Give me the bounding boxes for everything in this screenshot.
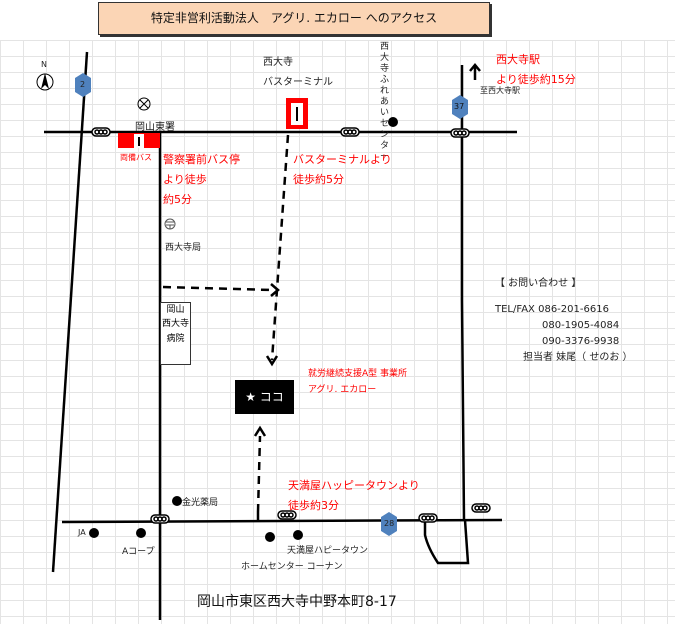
terminal-dir-1: バスターミナルより	[293, 153, 392, 166]
phone-1: 086-201-6616	[538, 304, 609, 315]
terminal-dir-2: 徒歩約5分	[293, 173, 344, 186]
ja-label: JA	[78, 528, 86, 537]
bus-stop-terminal-icon	[286, 98, 308, 129]
dot-pharmacy	[172, 496, 182, 506]
traffic-signal-icon	[150, 514, 170, 524]
arrow-down-icon	[265, 355, 279, 367]
post-office-label: 西大寺局	[165, 243, 202, 253]
tenmaya-dir-2: 徒歩約3分	[288, 499, 339, 512]
acoop-label: Aコープ	[122, 547, 155, 557]
route-2-label: 2	[80, 80, 86, 89]
police-dir-3: 約5分	[163, 193, 192, 206]
police-stop-directions: 警察署前バス停 より徒歩 約5分	[163, 150, 240, 210]
page-title: 特定非営利活動法人 アグリ. エカロー へのアクセス	[98, 2, 490, 35]
arrow-up-icon	[253, 425, 267, 437]
tenmaya-dir-1: 天満屋ハッピータウンより	[288, 479, 420, 492]
dot-ja	[89, 528, 99, 538]
road-hook	[423, 519, 470, 565]
dot-home-center	[265, 532, 275, 542]
traffic-signal-icon	[450, 128, 470, 138]
tenmaya-directions: 天満屋ハッピータウンより 徒歩約3分	[288, 476, 420, 516]
contact-info: 【 お問い合わせ 】 TEL/FAX 086-201-6616 080-1905…	[495, 276, 633, 366]
terminal-directions: バスターミナルより 徒歩約5分	[293, 150, 392, 190]
contact-person: 担当者 妹尾（ せのお ）	[523, 352, 633, 363]
walk-path-tenmaya	[256, 435, 262, 513]
tel-label: TEL/FAX	[495, 304, 535, 315]
compass-icon	[36, 73, 54, 91]
station-direction: 至西大寺駅	[480, 86, 520, 95]
terminal-label-2: バスターミナル	[263, 77, 333, 88]
police-dir-2: より徒歩	[163, 173, 207, 186]
destination-marker: ★ ココ	[235, 380, 294, 414]
hospital-label-2: 西大寺	[161, 319, 189, 329]
dot-acoop	[136, 528, 146, 538]
north-label: N	[41, 60, 47, 69]
traffic-signal-icon	[340, 127, 360, 137]
landmark-dots	[89, 117, 398, 542]
arrow-up-station-icon	[469, 63, 481, 80]
hospital-box: 岡山 西大寺 病院	[160, 302, 191, 365]
ryobi-bus-label: 両備バス	[120, 153, 152, 162]
walk-path-terminal	[270, 134, 290, 361]
traffic-signal-icon	[277, 510, 297, 520]
dot-tenmaya	[293, 530, 303, 540]
road-route-37	[460, 65, 466, 521]
hospital-label-1: 岡山	[166, 305, 185, 315]
road-route-2	[51, 51, 89, 573]
fureai-label: 西大寺ふれあいセンター	[380, 42, 390, 162]
route-37-label: 37	[454, 102, 465, 111]
station-dir-2: より徒歩約15分	[496, 73, 576, 86]
hospital-label-3: 病院	[166, 334, 185, 344]
home-center-label: ホームセンター コーナン	[241, 562, 343, 572]
map-grid	[0, 40, 675, 624]
traffic-signal-icon	[418, 513, 438, 523]
station-directions: 西大寺駅 より徒歩約15分	[496, 50, 576, 90]
phone-2: 080-1905-4084	[542, 320, 620, 331]
terminal-label-1: 西大寺	[263, 57, 293, 68]
traffic-signals	[91, 127, 491, 524]
tenmaya-label: 天満屋ハピータウン	[287, 546, 369, 556]
destination-name-2: アグリ. エカロー	[308, 385, 377, 395]
phone-3: 090-3376-9938	[542, 336, 620, 347]
post-office-icon	[164, 218, 176, 230]
contact-heading: 【 お問い合わせ 】	[495, 278, 582, 289]
destination-name: 就労継続支援A型 事業所 アグリ. エカロー	[308, 366, 407, 398]
route-markers	[75, 73, 468, 536]
station-dir-1: 西大寺駅	[496, 53, 540, 66]
dot-fureai	[388, 117, 398, 127]
police-icon	[137, 97, 151, 111]
route-28-label: 28	[384, 519, 395, 528]
bus-stop-police-icon	[118, 133, 160, 148]
destination-name-1: 就労継続支援A型 事業所	[308, 369, 408, 379]
arrow-right-icon	[270, 283, 280, 297]
walk-path-west	[162, 285, 273, 292]
route-2-icon	[75, 73, 91, 97]
traffic-signal-icon	[91, 127, 111, 137]
police-label: 岡山東署	[135, 122, 175, 133]
pharmacy-label: 金光薬局	[182, 498, 219, 508]
route-28-icon	[381, 512, 397, 536]
address: 岡山市東区西大寺中野本町8-17	[197, 594, 397, 610]
route-37-icon	[452, 95, 468, 119]
traffic-signal-icon	[471, 503, 491, 513]
police-dir-1: 警察署前バス停	[163, 153, 240, 166]
